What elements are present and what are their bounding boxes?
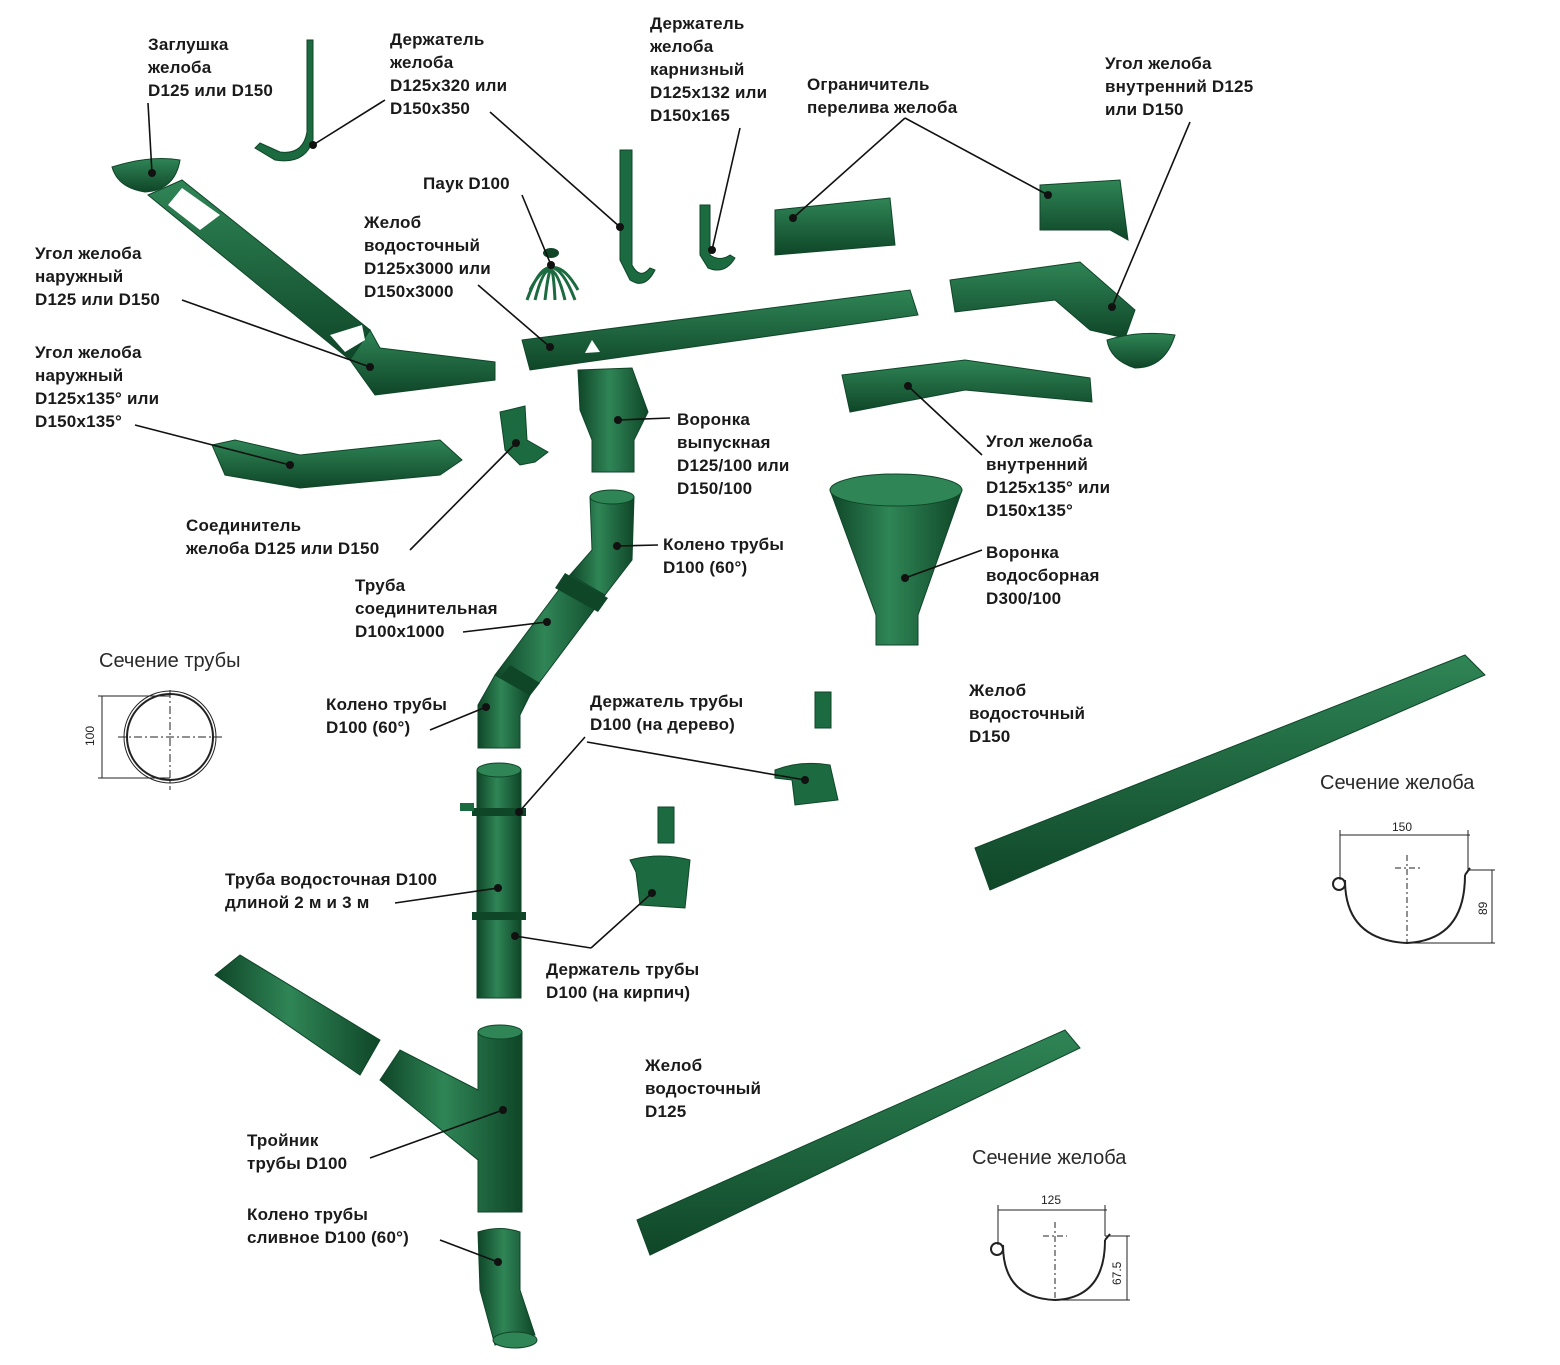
label-pipe-holder-brick: Держатель трубы D100 (на кирпич) [546, 960, 700, 1002]
gutter-holder-eaves-part-b [699, 204, 736, 271]
label-downpipe: Труба водосточная D100 длиной 2 м и 3 м [225, 870, 438, 912]
outlet-funnel-part [577, 367, 649, 473]
label-hopper: Воронка водосборная D300/100 [986, 543, 1100, 608]
gutter-150-section-depth: 89 [1476, 901, 1490, 915]
spider-part [525, 248, 580, 301]
gutter-outer-corner-part [147, 179, 496, 396]
gutter-connector-part [499, 405, 549, 466]
gutter-125-section-title: Сечение желоба [972, 1147, 1127, 1169]
label-gutter-connector: Соединитель желоба D125 или D150 [186, 516, 380, 558]
label-pipe-holder-wood: Держатель трубы D100 (на дерево) [590, 692, 744, 734]
label-tee: Тройник трубы D100 [247, 1131, 348, 1173]
label-gutter-holder-eaves: Держатель желоба карнизный D125x132 или … [650, 14, 768, 125]
label-gutter-main: Желоб водосточный D125x3000 или D150x300… [364, 213, 491, 301]
label-elbow-mid: Колено трубы D100 (60°) [326, 695, 448, 737]
leader-dots [148, 141, 1116, 1266]
elbow-mid-part [477, 674, 531, 749]
tee-part [214, 954, 523, 1213]
gutter-inner-corner-part [949, 179, 1176, 369]
pipe-connector-part [494, 573, 608, 698]
pipe-holder-brick-part [629, 806, 691, 909]
label-gutter-outer-corner: Угол желоба наружный D125 или D150 [35, 244, 161, 309]
label-spider: Паук D100 [423, 174, 510, 193]
pipe-section-dim: 100 [83, 725, 97, 746]
label-gutter-inner-corner: Угол желоба внутренний D125 или D150 [1105, 54, 1254, 119]
gutter-150-section-drawing [1332, 830, 1495, 945]
gutter-150-section-title: Сечение желоба [1320, 772, 1475, 794]
label-pipe-connector: Труба соединительная D100x1000 [355, 576, 498, 641]
leader-lines [134, 99, 1191, 1263]
label-elbow-top: Колено трубы D100 (60°) [663, 535, 785, 577]
gutter-holder-eaves-part-a [619, 149, 656, 284]
label-outlet-funnel: Воронка выпускная D125/100 или D150/100 [677, 410, 790, 498]
elbow-drain-part [477, 1228, 538, 1349]
gutter-125-section-depth: 67.5 [1110, 1261, 1124, 1285]
pipe-section-drawing [98, 690, 225, 790]
label-gutter-150: Желоб водосточный D150 [969, 681, 1086, 746]
hopper-part [829, 473, 963, 646]
label-elbow-drain: Колено трубы сливное D100 (60°) [247, 1205, 409, 1247]
pipe-holder-wood-part [774, 691, 839, 806]
label-gutter-outer-corner-135: Угол желоба наружный D125x135° или D150x… [35, 343, 160, 431]
gutter-125-part [636, 1029, 1081, 1256]
gutter-cap-part [111, 158, 181, 193]
gutter-main-part [521, 289, 919, 371]
gutter-125-section-drawing [990, 1205, 1130, 1302]
downpipe-part [460, 762, 526, 999]
label-gutter-125: Желоб водосточный D125 [645, 1056, 762, 1121]
overflow-limiter-part [774, 197, 896, 256]
gutter-inner-corner-135-part [841, 359, 1093, 413]
label-gutter-cap: Заглушка желоба D125 или D150 [148, 35, 274, 100]
label-overflow-limiter: Ограничитель перелива желоба [807, 75, 958, 117]
gutter-125-section-width: 125 [1041, 1193, 1062, 1207]
elbow-top-part [569, 489, 635, 596]
gutter-150-section-width: 150 [1392, 820, 1413, 834]
gutter-150-part [974, 654, 1486, 891]
gutter-outer-corner-135-part [211, 439, 463, 489]
label-gutter-holder-long: Держатель желоба D125x320 или D150x350 [390, 30, 508, 118]
label-gutter-inner-corner-135: Угол желоба внутренний D125x135° или D15… [986, 432, 1111, 520]
pipe-section-title: Сечение трубы [99, 650, 241, 672]
gutter-holder-long-part [254, 39, 314, 162]
